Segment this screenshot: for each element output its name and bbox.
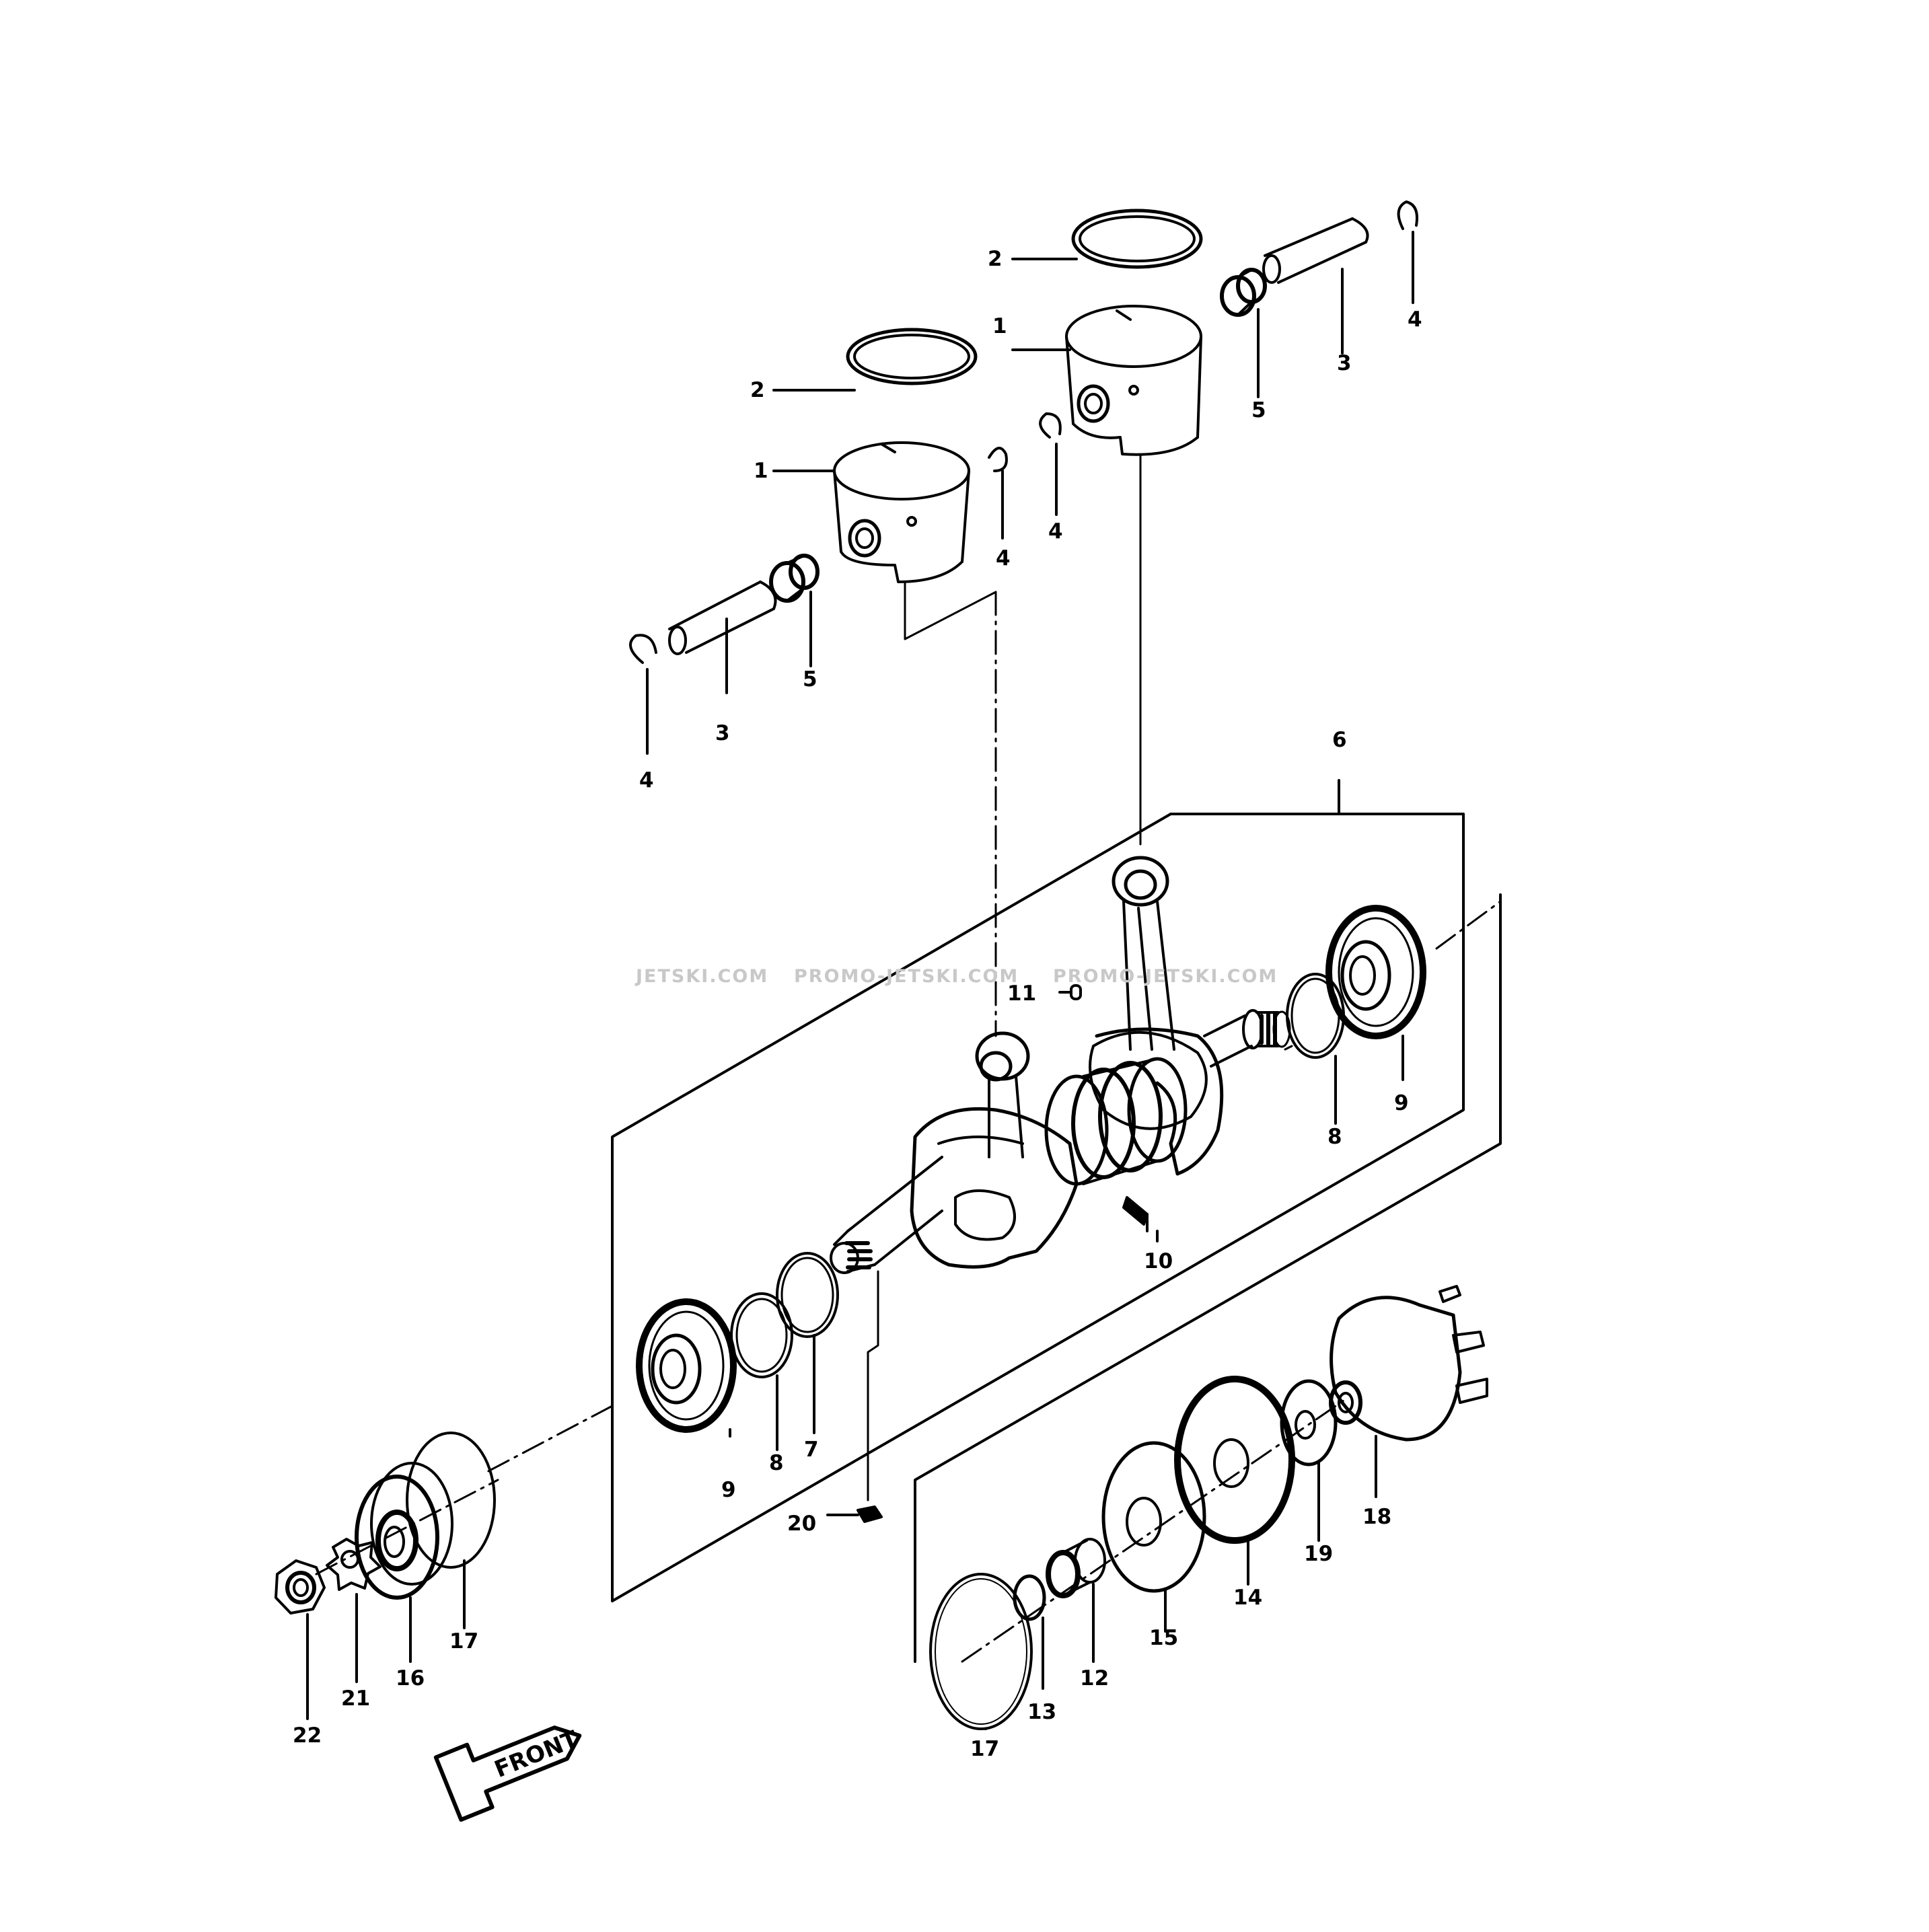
callout-9: 9 [721, 1478, 736, 1502]
callout-11: 11 [1007, 981, 1036, 1006]
oil-seal-left-inner [735, 1298, 788, 1373]
callout-4: 4 [1408, 307, 1422, 332]
circlip-left-inner [988, 447, 1008, 472]
leader-20 [867, 1270, 879, 1501]
main-bearing-left [636, 1298, 737, 1433]
callout-5: 5 [1251, 398, 1266, 422]
nut-22 [275, 1559, 326, 1614]
callout-10: 10 [1144, 1249, 1173, 1273]
callout-2: 2 [750, 378, 765, 402]
callout-1: 1 [992, 314, 1007, 338]
crankpin-bearing [1070, 984, 1082, 1000]
pulley-frame [914, 893, 1502, 1663]
callout-4: 4 [996, 546, 1011, 570]
watermark-1: JETSKI.COM [634, 966, 768, 987]
callout-3: 3 [1337, 351, 1352, 375]
circlip-left-outer [629, 634, 657, 664]
crankshaft [830, 1009, 1291, 1274]
callout-8: 8 [769, 1451, 784, 1475]
main-bearing-right [1325, 905, 1426, 1039]
coupling-16 [355, 1462, 453, 1600]
callout-7: 7 [804, 1438, 819, 1462]
piston-pin-right [1262, 217, 1369, 284]
callout-4: 4 [639, 768, 654, 792]
callout-22: 22 [293, 1723, 322, 1748]
callout-18: 18 [1362, 1505, 1391, 1529]
watermark-2: PROMO-JETSKI.COM [794, 966, 1019, 987]
callouts: 1 1 2 2 3 3 4 4 4 4 5 5 6 7 8 8 9 9 10 1… [293, 247, 1422, 1761]
ring-13 [1013, 1574, 1046, 1621]
needle-bearing-left [769, 554, 820, 603]
callout-9: 9 [1394, 1091, 1409, 1115]
callout-12: 12 [1080, 1666, 1109, 1690]
collar-12 [1046, 1538, 1106, 1598]
needle-bearing-right [1220, 268, 1267, 317]
callout-17: 17 [970, 1737, 999, 1761]
o-ring-left-inner [780, 1257, 834, 1333]
front-arrow-icon: FRONT [433, 1725, 583, 1822]
callout-3: 3 [715, 721, 730, 745]
spacer-17-right [929, 1573, 1033, 1730]
callout-16: 16 [396, 1666, 425, 1690]
assembly-frame [611, 813, 1465, 1602]
callout-17: 17 [449, 1629, 478, 1654]
callout-21: 21 [341, 1686, 370, 1711]
callout-1: 1 [754, 459, 768, 483]
callout-5: 5 [803, 667, 817, 692]
callout-19: 19 [1304, 1542, 1333, 1566]
piston-pin-left [668, 581, 777, 655]
piston-right [1065, 209, 1203, 846]
oil-seal-right [1286, 973, 1345, 1059]
woodruff-key [857, 1506, 883, 1523]
connecting-rod-right [1089, 856, 1208, 1130]
piston-left [833, 328, 997, 1037]
callout-8: 8 [1327, 1125, 1342, 1149]
circlip-right-inner [1039, 412, 1062, 439]
callout-4: 4 [1048, 519, 1063, 544]
callout-2: 2 [988, 247, 1003, 271]
o-ring-left [776, 1252, 839, 1338]
washer-19 [1280, 1379, 1338, 1466]
callout-20: 20 [787, 1512, 816, 1536]
oil-seal-right-inner [1290, 977, 1340, 1054]
watermark-3: PROMO-JETSKI.COM [1053, 966, 1278, 987]
callout-15: 15 [1149, 1626, 1178, 1650]
callout-14: 14 [1233, 1586, 1262, 1610]
coupling-18 [1329, 1285, 1488, 1442]
oil-seal-left [730, 1292, 793, 1378]
plate-14 [1174, 1376, 1295, 1544]
callout-6: 6 [1332, 728, 1347, 752]
plate-15 [1101, 1441, 1206, 1593]
spacer-17-left [406, 1432, 496, 1569]
spacer-17-right-inner [935, 1578, 1027, 1725]
circlip-right-outer [1397, 200, 1418, 230]
callout-13: 13 [1027, 1700, 1056, 1724]
